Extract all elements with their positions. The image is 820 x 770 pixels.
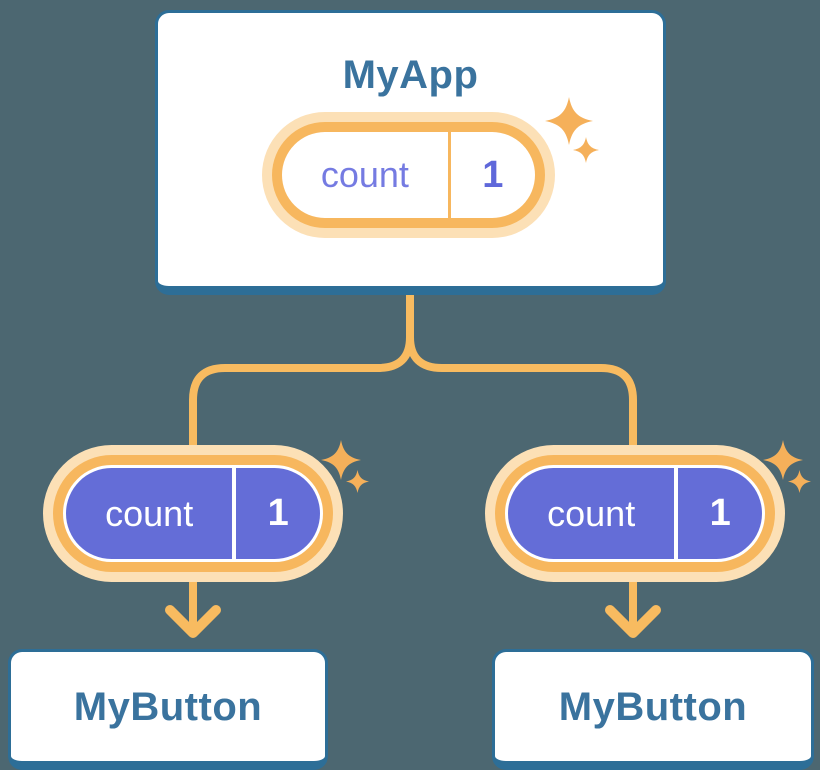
state-pill-body: count 1 (282, 132, 535, 218)
child-component-card-right: MyButton (492, 649, 814, 770)
sparkle-icon (321, 440, 361, 480)
state-pill: count 1 (262, 112, 555, 238)
prop-pill-divider (232, 468, 237, 559)
state-value-label: 1 (482, 153, 504, 196)
prop-value-label: 1 (709, 492, 731, 534)
prop-name-label: count (547, 492, 636, 534)
prop-pill-right: count 1 (485, 445, 785, 582)
arrow-left-head (165, 605, 221, 638)
prop-pill-gap: count 1 (505, 465, 765, 562)
prop-name-label: count (105, 492, 194, 534)
child-component-card-left: MyButton (8, 649, 328, 770)
prop-pill-left: count 1 (43, 445, 343, 582)
prop-pill-body: count 1 (66, 468, 320, 559)
prop-value-label: 1 (267, 492, 289, 534)
sparkle-icon (763, 440, 803, 480)
root-component-title: MyApp (342, 53, 479, 97)
prop-pill-gap: count 1 (63, 465, 323, 562)
state-name-label: count (320, 154, 409, 195)
child-component-title: MyButton (558, 684, 748, 729)
sparkle-icon (788, 470, 811, 493)
child-component-title: MyButton (73, 684, 263, 729)
branch-left-line (189, 333, 414, 466)
state-pill-divider (447, 132, 451, 218)
prop-pill-body: count 1 (508, 468, 762, 559)
prop-pill-divider (674, 468, 679, 559)
sparkle-icon (573, 137, 599, 163)
arrow-right-head (605, 605, 661, 638)
sparkle-icon (346, 470, 369, 493)
sparkle-icon (545, 97, 593, 145)
branch-right-line (406, 333, 637, 466)
